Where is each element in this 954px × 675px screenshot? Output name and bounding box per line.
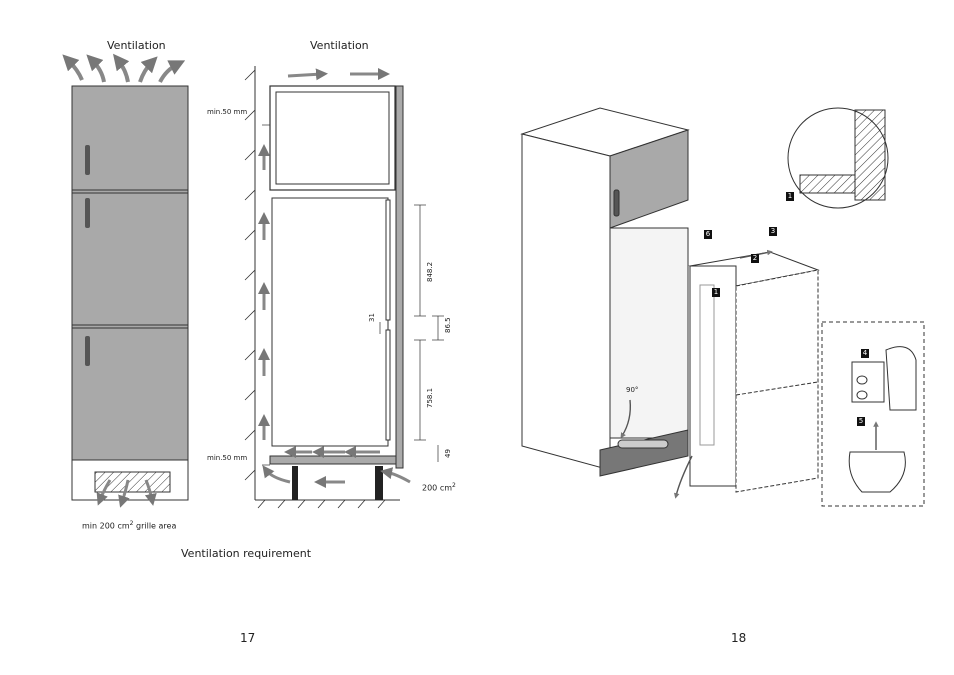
fridge-unit [688, 251, 820, 493]
detail-box [821, 321, 925, 507]
step-badge-3: 3 [769, 227, 777, 236]
step-badge-5: 5 [857, 417, 865, 426]
step-badge-6: 6 [704, 230, 712, 239]
ventilation-title-left: Ventilation [107, 39, 166, 52]
area-label-right: 200 cm2 [422, 482, 456, 493]
grille-area-label: min 200 cm2 grille area [82, 520, 177, 531]
detail-circle [787, 107, 889, 209]
ventilation-title-right: Ventilation [310, 39, 369, 52]
min50-bottom-label: min.50 mm [207, 454, 248, 462]
swing-arrow [673, 455, 693, 499]
angle-label: 90° [626, 386, 639, 394]
min50-top-label: min.50 mm [207, 108, 248, 116]
page-number-right: 18 [731, 631, 747, 645]
side-section-view [244, 66, 444, 509]
step-badge-1-side: 1 [712, 288, 720, 297]
vent-arrows-side [258, 68, 411, 488]
page-number-left: 17 [240, 631, 256, 645]
vent-arrows-grille [96, 479, 157, 508]
step-badge-2: 2 [751, 254, 759, 263]
fridge-front-view [71, 85, 189, 501]
ventilation-caption: Ventilation requirement [181, 547, 312, 560]
step-badge-4: 4 [861, 349, 869, 358]
step-badge-1-top: 1 [786, 192, 794, 201]
vent-arrows-top-left [62, 53, 186, 83]
cabinet-unit [520, 107, 690, 477]
rotate-arrow [620, 399, 632, 439]
